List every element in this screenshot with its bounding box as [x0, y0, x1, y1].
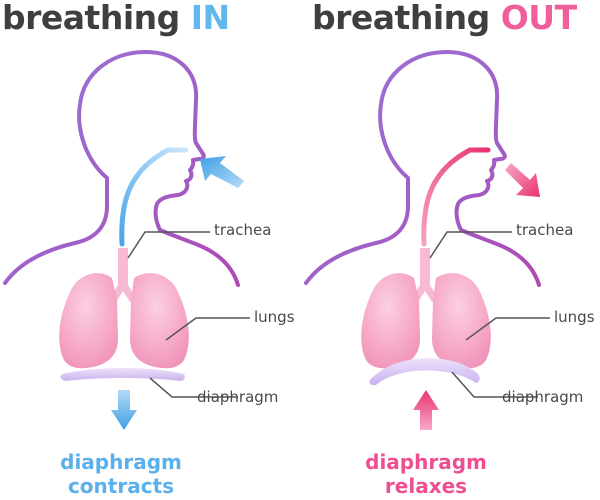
diaphragm-down-arrow	[111, 390, 137, 430]
diaphragm-contracted	[60, 368, 185, 381]
label-lungs-left: lungs	[254, 308, 295, 326]
airway-exhale	[421, 147, 491, 247]
exhale-arrow	[505, 163, 540, 197]
title-breathing-out: breathing OUT	[312, 0, 577, 37]
leader-trachea-right	[429, 231, 512, 259]
diaphragm-up-arrow	[413, 390, 439, 430]
diaphragm-relaxed	[369, 358, 480, 386]
leader-trachea-left	[127, 231, 210, 259]
trachea-left	[110, 248, 136, 302]
trachea-right	[412, 248, 438, 302]
title-out-prefix: breathing	[312, 0, 501, 37]
lung-right-right	[432, 273, 491, 369]
panel-breathing-out	[304, 50, 550, 430]
label-trachea-left: trachea	[214, 221, 272, 239]
title-breathing-in: breathing IN	[2, 0, 230, 37]
lung-right-left	[130, 273, 189, 369]
leader-lungs-left	[165, 317, 250, 341]
caption-inhale-line1: diaphragm	[60, 450, 182, 474]
lung-left-left	[59, 273, 118, 369]
lung-left-right	[361, 273, 420, 369]
caption-inhale: diaphragm contracts	[26, 450, 216, 498]
label-lungs-right: lungs	[554, 308, 595, 326]
leader-lungs-right	[465, 317, 550, 341]
title-in-prefix: breathing	[2, 0, 191, 37]
label-trachea-right: trachea	[516, 221, 574, 239]
title-out-accent: OUT	[500, 0, 577, 37]
caption-exhale-line2: relaxes	[384, 474, 468, 498]
leader-diaphragm-right	[451, 371, 538, 398]
inhale-arrow	[200, 156, 244, 188]
label-diaphragm-right: diaphragm	[502, 388, 584, 406]
body-outline-right	[304, 50, 541, 287]
caption-exhale-line1: diaphragm	[365, 450, 487, 474]
title-in-accent: IN	[190, 0, 230, 37]
caption-exhale: diaphragm relaxes	[331, 450, 521, 498]
panel-breathing-in	[3, 50, 250, 430]
label-diaphragm-left: diaphragm	[197, 388, 279, 406]
caption-inhale-line2: contracts	[67, 474, 175, 498]
airway-inhale	[119, 147, 189, 247]
body-outline-left	[3, 50, 240, 287]
leader-diaphragm-left	[149, 377, 238, 398]
